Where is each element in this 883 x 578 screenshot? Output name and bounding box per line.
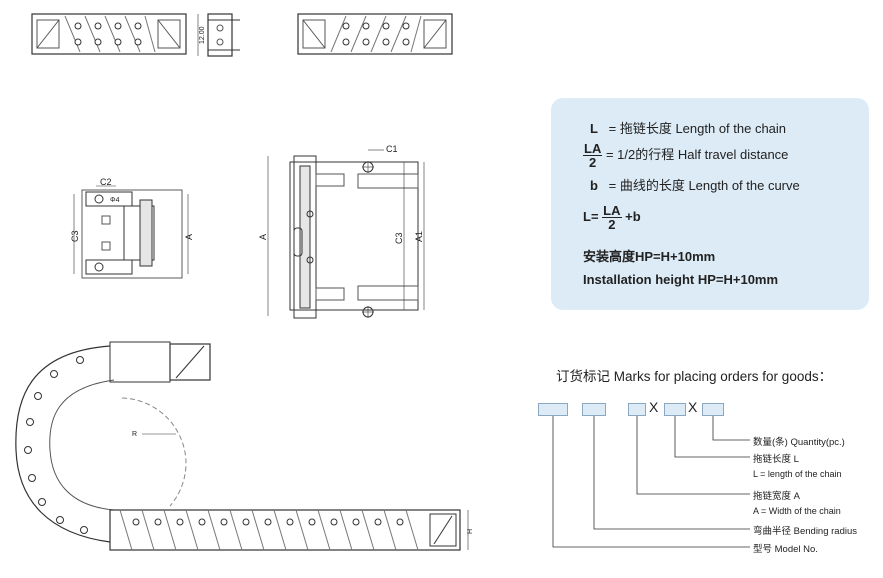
c1-label: C1: [386, 144, 398, 154]
formula-prefix: L=: [583, 208, 599, 224]
length-label-en: L = length of the chain: [753, 469, 842, 479]
length-label-cn: 拖链长度 L: [753, 454, 799, 465]
dim-12-label: 12.00: [199, 26, 206, 44]
la-fraction: LA 2: [583, 141, 603, 170]
cross-section-middle: C1 A C3 A1: [258, 144, 425, 319]
a-mid-label: A: [258, 234, 268, 240]
length-definition-row: L = 拖链长度 Length of the chain: [583, 118, 786, 137]
c2-label: C2: [100, 177, 112, 187]
phi4-label: Φ4: [110, 197, 120, 204]
la-numerator: LA: [583, 141, 603, 156]
length-box: [664, 403, 686, 416]
width-label-cn: 拖链宽度 A: [753, 491, 800, 502]
formula-denominator: 2: [608, 217, 616, 232]
a-left-label: A: [184, 234, 194, 240]
c3-left-label: C3: [70, 230, 80, 242]
c3-right-label: C3: [394, 232, 404, 244]
length-formula-row: L= LA 2 +b: [583, 204, 641, 231]
quantity-box: [702, 403, 724, 416]
r-label: R: [132, 431, 137, 438]
radius-label: 弯曲半径 Bending radius: [753, 526, 858, 537]
b-definition: = 曲线的长度 Length of the curve: [608, 178, 800, 193]
side-profile-view: 12.00: [197, 13, 240, 57]
travel-definition-row: LA 2 = 1/2的行程 Half travel distance: [583, 142, 788, 169]
width-label-en: A = Width of the chain: [753, 506, 841, 516]
install-height-en: Installation height HP=H+10mm: [583, 272, 779, 287]
la-definition: = 1/2的行程 Half travel distance: [605, 146, 789, 162]
order-marks-title: 订货标记 Marks for placing orders for goods：: [556, 369, 833, 384]
top-chain-strip-right: [297, 13, 453, 55]
l-definition: = 拖链长度 Length of the chain: [608, 121, 787, 136]
install-height-cn: 安装高度HP=H+10mm: [583, 249, 716, 264]
cross-section-left: C2 Φ4 C3 A: [70, 177, 194, 279]
curve-definition-row: b = 曲线的长度 Length of the curve: [583, 175, 800, 194]
width-box: [628, 403, 646, 416]
l-symbol: L: [590, 121, 598, 136]
quantity-label: 数量(条) Quantity(pc.): [753, 437, 845, 448]
model-label: 型号 Model No.: [753, 544, 818, 555]
b-symbol: b: [590, 178, 598, 193]
formula-fraction: LA 2: [602, 203, 622, 232]
h-label: H: [467, 529, 474, 534]
formula-numerator: LA: [602, 203, 622, 218]
a1-label: A1: [414, 231, 424, 242]
radius-box: [582, 403, 606, 416]
model-box: [538, 403, 568, 416]
curved-chain-drawing: R H: [15, 341, 474, 551]
la-denominator: 2: [589, 155, 597, 170]
formula-info-panel: L = 拖链长度 Length of the chain LA 2 = 1/2的…: [551, 98, 869, 310]
x-separator-2: X: [688, 399, 698, 415]
formula-suffix: +b: [625, 208, 641, 224]
x-separator-1: X: [649, 399, 659, 415]
top-chain-strip-left: [31, 13, 187, 55]
